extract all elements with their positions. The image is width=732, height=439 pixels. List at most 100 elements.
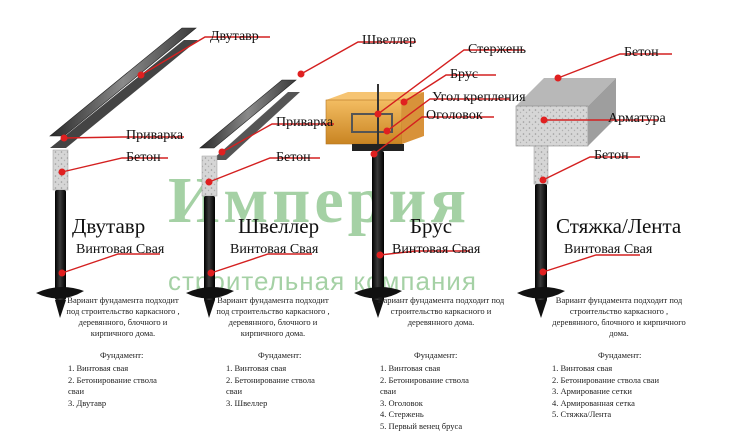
list-item: 2. Бетонирование ствола сваи	[552, 374, 659, 385]
pile-2-helix	[186, 286, 234, 299]
variant-1-description: Вариант фундамента подходит под строител…	[66, 295, 180, 338]
callout-v2-beam: Швеллер	[362, 33, 417, 48]
leader-v2-beam	[300, 41, 416, 75]
variant-2-title: Швеллер	[238, 214, 320, 238]
variant-3-pile-label: Винтовая Свая	[392, 242, 481, 257]
variant-3-art	[325, 84, 424, 318]
variant-4-description: Вариант фундамента подходит под строител…	[552, 295, 686, 338]
dot-v2-pile	[207, 269, 215, 277]
variant-1-pile-label: Винтовая Свая	[76, 242, 165, 257]
leader-v3-cap	[373, 116, 494, 155]
pile-cap	[352, 144, 404, 151]
leader-v4-slab	[557, 53, 672, 79]
pile-4-helix	[517, 286, 565, 299]
leader-v2-weld	[221, 123, 334, 153]
variant-2-art	[186, 79, 300, 318]
pile-3-tip	[372, 300, 384, 318]
dot-v1-beam	[137, 71, 145, 79]
callout-v1-beam: Двутавр	[210, 29, 259, 44]
list-item: 1. Винтовая свая	[68, 363, 129, 373]
callout-v4-rebar: Арматура	[608, 111, 666, 126]
leader-v1-concrete	[61, 157, 168, 173]
dot-v3-timber	[400, 98, 408, 106]
leader-v2-pile	[210, 253, 312, 274]
variant-4-title: Стяжка/Лента	[556, 214, 682, 238]
list-item: 4. Армированная сетка	[552, 397, 635, 408]
pile-1-tip	[55, 300, 66, 318]
dot-v2-weld	[218, 148, 226, 156]
list-item: 3. Двутавр	[68, 397, 107, 408]
pile-2-concrete	[201, 155, 218, 197]
pile-2-shaft	[204, 196, 215, 301]
variant-2-foundation-list: 1. Винтовая свая 2. Бетонирование ствола…	[226, 363, 326, 409]
variant-1-foundation-list: 1. Винтовая свая 2. Бетонирование ствола…	[68, 363, 158, 409]
i-beam-1	[49, 27, 197, 137]
list-item: 5. Первый венец бруса	[380, 420, 463, 431]
dot-v4-pile	[539, 268, 547, 276]
channel-2-flange	[212, 92, 300, 160]
dot-v1-weld	[60, 134, 68, 142]
dot-v1-pile	[58, 269, 66, 277]
pile-4-shaft	[535, 184, 547, 301]
list-item: 2. Бетонирование ствола сваи	[226, 374, 315, 397]
list-item: 3. Армирование сетки	[552, 386, 632, 397]
leader-v4-pile	[542, 254, 640, 273]
variant-4-foundation-list: 1. Винтовая свая 2. Бетонирование ствола…	[552, 363, 702, 421]
dot-v2-concrete	[205, 178, 213, 186]
variant-3-title: Брус	[410, 214, 453, 238]
pile-4-tip	[535, 300, 547, 318]
leader-v1-weld	[63, 136, 184, 139]
variant-3-foundation-label: Фундамент:	[414, 350, 458, 360]
pile-3-shaft	[372, 151, 384, 301]
list-item: 1. Винтовая свая	[552, 363, 613, 373]
list-item: 2. Бетонирование ствола сваи	[68, 374, 157, 397]
callout-v3-angle: Угол крепления	[432, 90, 526, 105]
variant-2-description: Вариант фундамента подходит под строител…	[216, 295, 330, 338]
callout-dots	[58, 70, 562, 277]
leader-v3-rod	[377, 49, 524, 115]
dot-v3-cap	[370, 150, 378, 158]
list-item: 5. Стяжка/Лента	[552, 409, 612, 420]
dot-v3-angle	[383, 127, 391, 135]
callout-v4-concrete: Бетон	[594, 148, 629, 163]
leader-v3-timber	[403, 74, 496, 103]
variant-2-pile-label: Винтовая Свая	[230, 242, 319, 257]
callout-v1-concrete: Бетон	[126, 150, 161, 165]
callout-v2-concrete: Бетон	[276, 150, 311, 165]
variant-4-foundation-label: Фундамент:	[598, 350, 642, 360]
pile-2-tip	[204, 300, 215, 318]
list-item: 3. Швеллер	[226, 397, 268, 408]
concrete-slab	[515, 105, 589, 147]
leader-v3-angle	[386, 98, 510, 132]
slab-end	[588, 78, 616, 146]
variant-4-art	[515, 78, 616, 318]
leader-v2-concrete	[208, 157, 320, 183]
mount-bracket	[351, 113, 393, 133]
list-item: 4. Стержень	[380, 409, 424, 420]
leader-v4-concrete	[542, 156, 640, 181]
list-item: 1. Винтовая свая	[226, 363, 287, 373]
list-item: 1. Винтовая свая	[380, 363, 441, 373]
callout-v1-weld: Приварка	[126, 128, 184, 143]
dot-v4-rebar	[540, 116, 548, 124]
channel-2	[199, 79, 297, 149]
timber-beam	[325, 99, 403, 145]
dot-v3-pile	[376, 251, 384, 259]
i-beam-1-flange	[50, 40, 198, 148]
dot-v3-rod	[374, 110, 382, 118]
callout-v3-rod: Стержень	[468, 42, 527, 57]
callout-v4-slab: Бетон	[624, 45, 659, 60]
variant-1-foundation-label: Фундамент:	[100, 350, 144, 360]
variant-4-pile-label: Винтовая Свая	[564, 242, 653, 257]
variant-1-title: Двутавр	[72, 214, 146, 238]
variant-3-foundation-list: 1. Винтовая свая 2. Бетонирование ствола…	[380, 363, 480, 433]
leader-v1-pile	[61, 253, 160, 274]
variant-2-foundation-label: Фундамент:	[258, 350, 302, 360]
variant-3-description: Вариант фундамента подходит под строител…	[377, 295, 505, 327]
dot-v4-concrete	[539, 176, 547, 184]
leader-v3-pile	[379, 250, 470, 256]
timber-end	[402, 92, 424, 144]
dot-v2-beam	[297, 70, 305, 78]
